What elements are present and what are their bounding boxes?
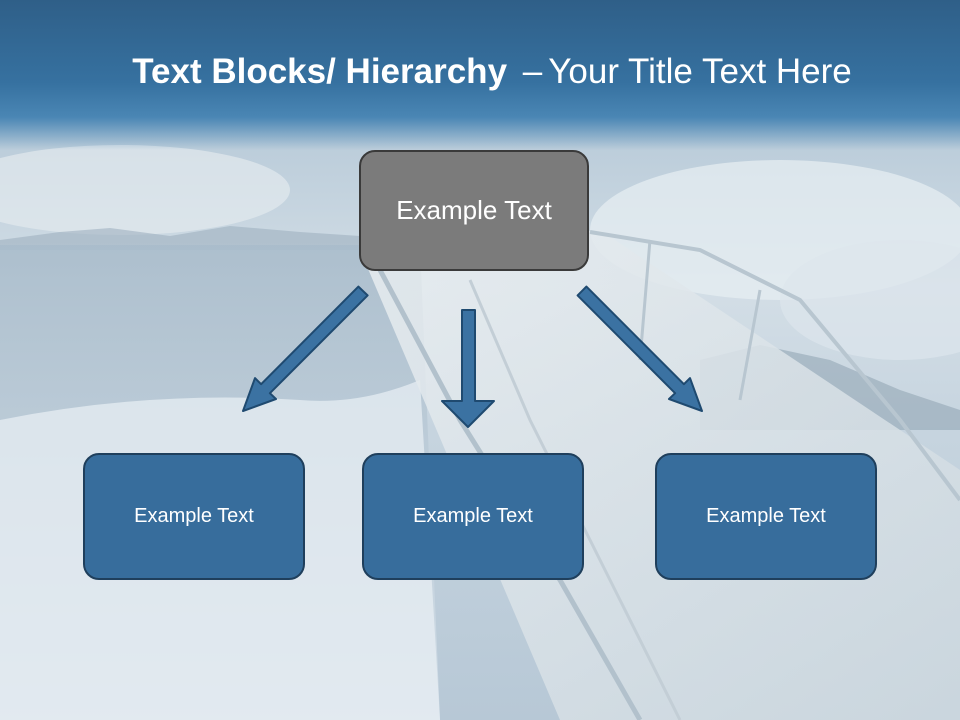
slide-title: Text Blocks/ Hierarchy –Your Title Text … <box>0 52 960 92</box>
root-node[interactable]: Example Text <box>359 150 589 271</box>
boat-railing <box>589 230 960 502</box>
cloud <box>0 145 290 235</box>
root-node-label: Example Text <box>396 195 552 225</box>
child-node-label: Example Text <box>134 505 254 527</box>
title-band <box>0 0 960 150</box>
boat-railing <box>738 289 762 401</box>
child-node-right[interactable]: Example Text <box>655 453 877 580</box>
child-node-label: Example Text <box>706 505 826 527</box>
child-node-label: Example Text <box>413 505 533 527</box>
title-bold-part: Text Blocks/ Hierarchy <box>132 52 508 91</box>
title-dash: – <box>522 52 543 91</box>
child-node-center[interactable]: Example Text <box>362 453 584 580</box>
title-rest-part: Your Title Text Here <box>548 52 852 91</box>
distant-hills <box>0 226 360 250</box>
child-node-left[interactable]: Example Text <box>83 453 305 580</box>
